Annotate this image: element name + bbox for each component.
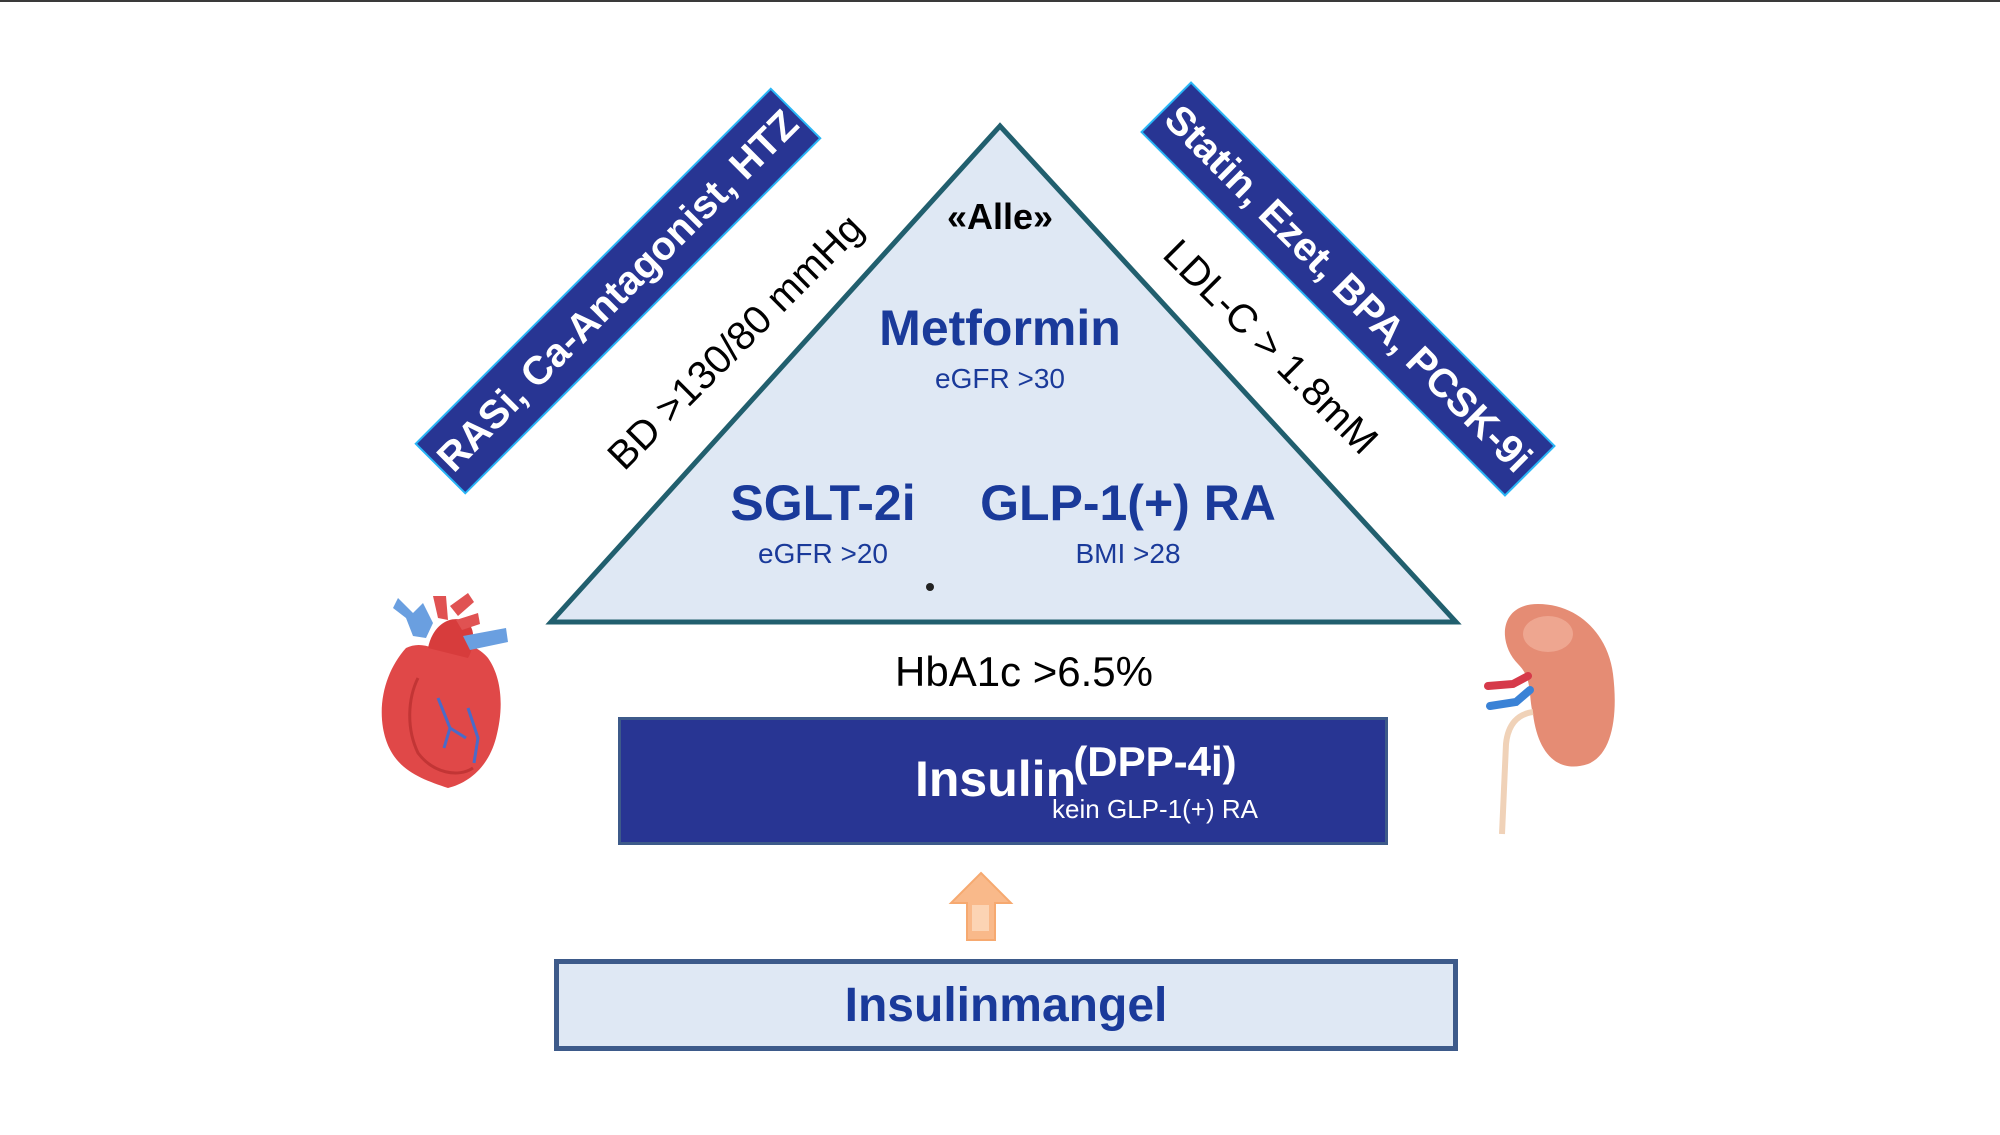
hba1c-threshold: HbA1c >6.5% [895,648,1153,695]
metformin-label: Metformin [879,300,1121,356]
insulin-label: Insulin [915,751,1077,807]
stray-dot [926,583,934,591]
glp1ra-label: GLP-1(+) RA [980,475,1276,531]
all-patients-label: «Alle» [946,196,1054,237]
insulin-therapy-box: Insulin (DPP-4i) kein GLP-1(+) RA [618,717,1388,845]
dpp4i-note: kein GLP-1(+) RA [1052,794,1258,824]
glp1ra-condition: BMI >28 [1075,538,1181,569]
insulin-deficiency-box: Insulinmangel [554,959,1458,1051]
kidney-icon [1484,604,1615,835]
dpp4i-label: (DPP-4i) [1073,738,1237,785]
top-border-line [0,0,2000,2]
heart-icon [381,593,508,788]
arrow-up-icon [948,871,1014,941]
insulin-deficiency-label: Insulinmangel [844,978,1168,1032]
therapy-triangle [545,122,1462,625]
sglt2i-condition: eGFR >20 [758,538,888,569]
sglt2i-label: SGLT-2i [730,475,916,531]
metformin-condition: eGFR >30 [935,363,1065,394]
